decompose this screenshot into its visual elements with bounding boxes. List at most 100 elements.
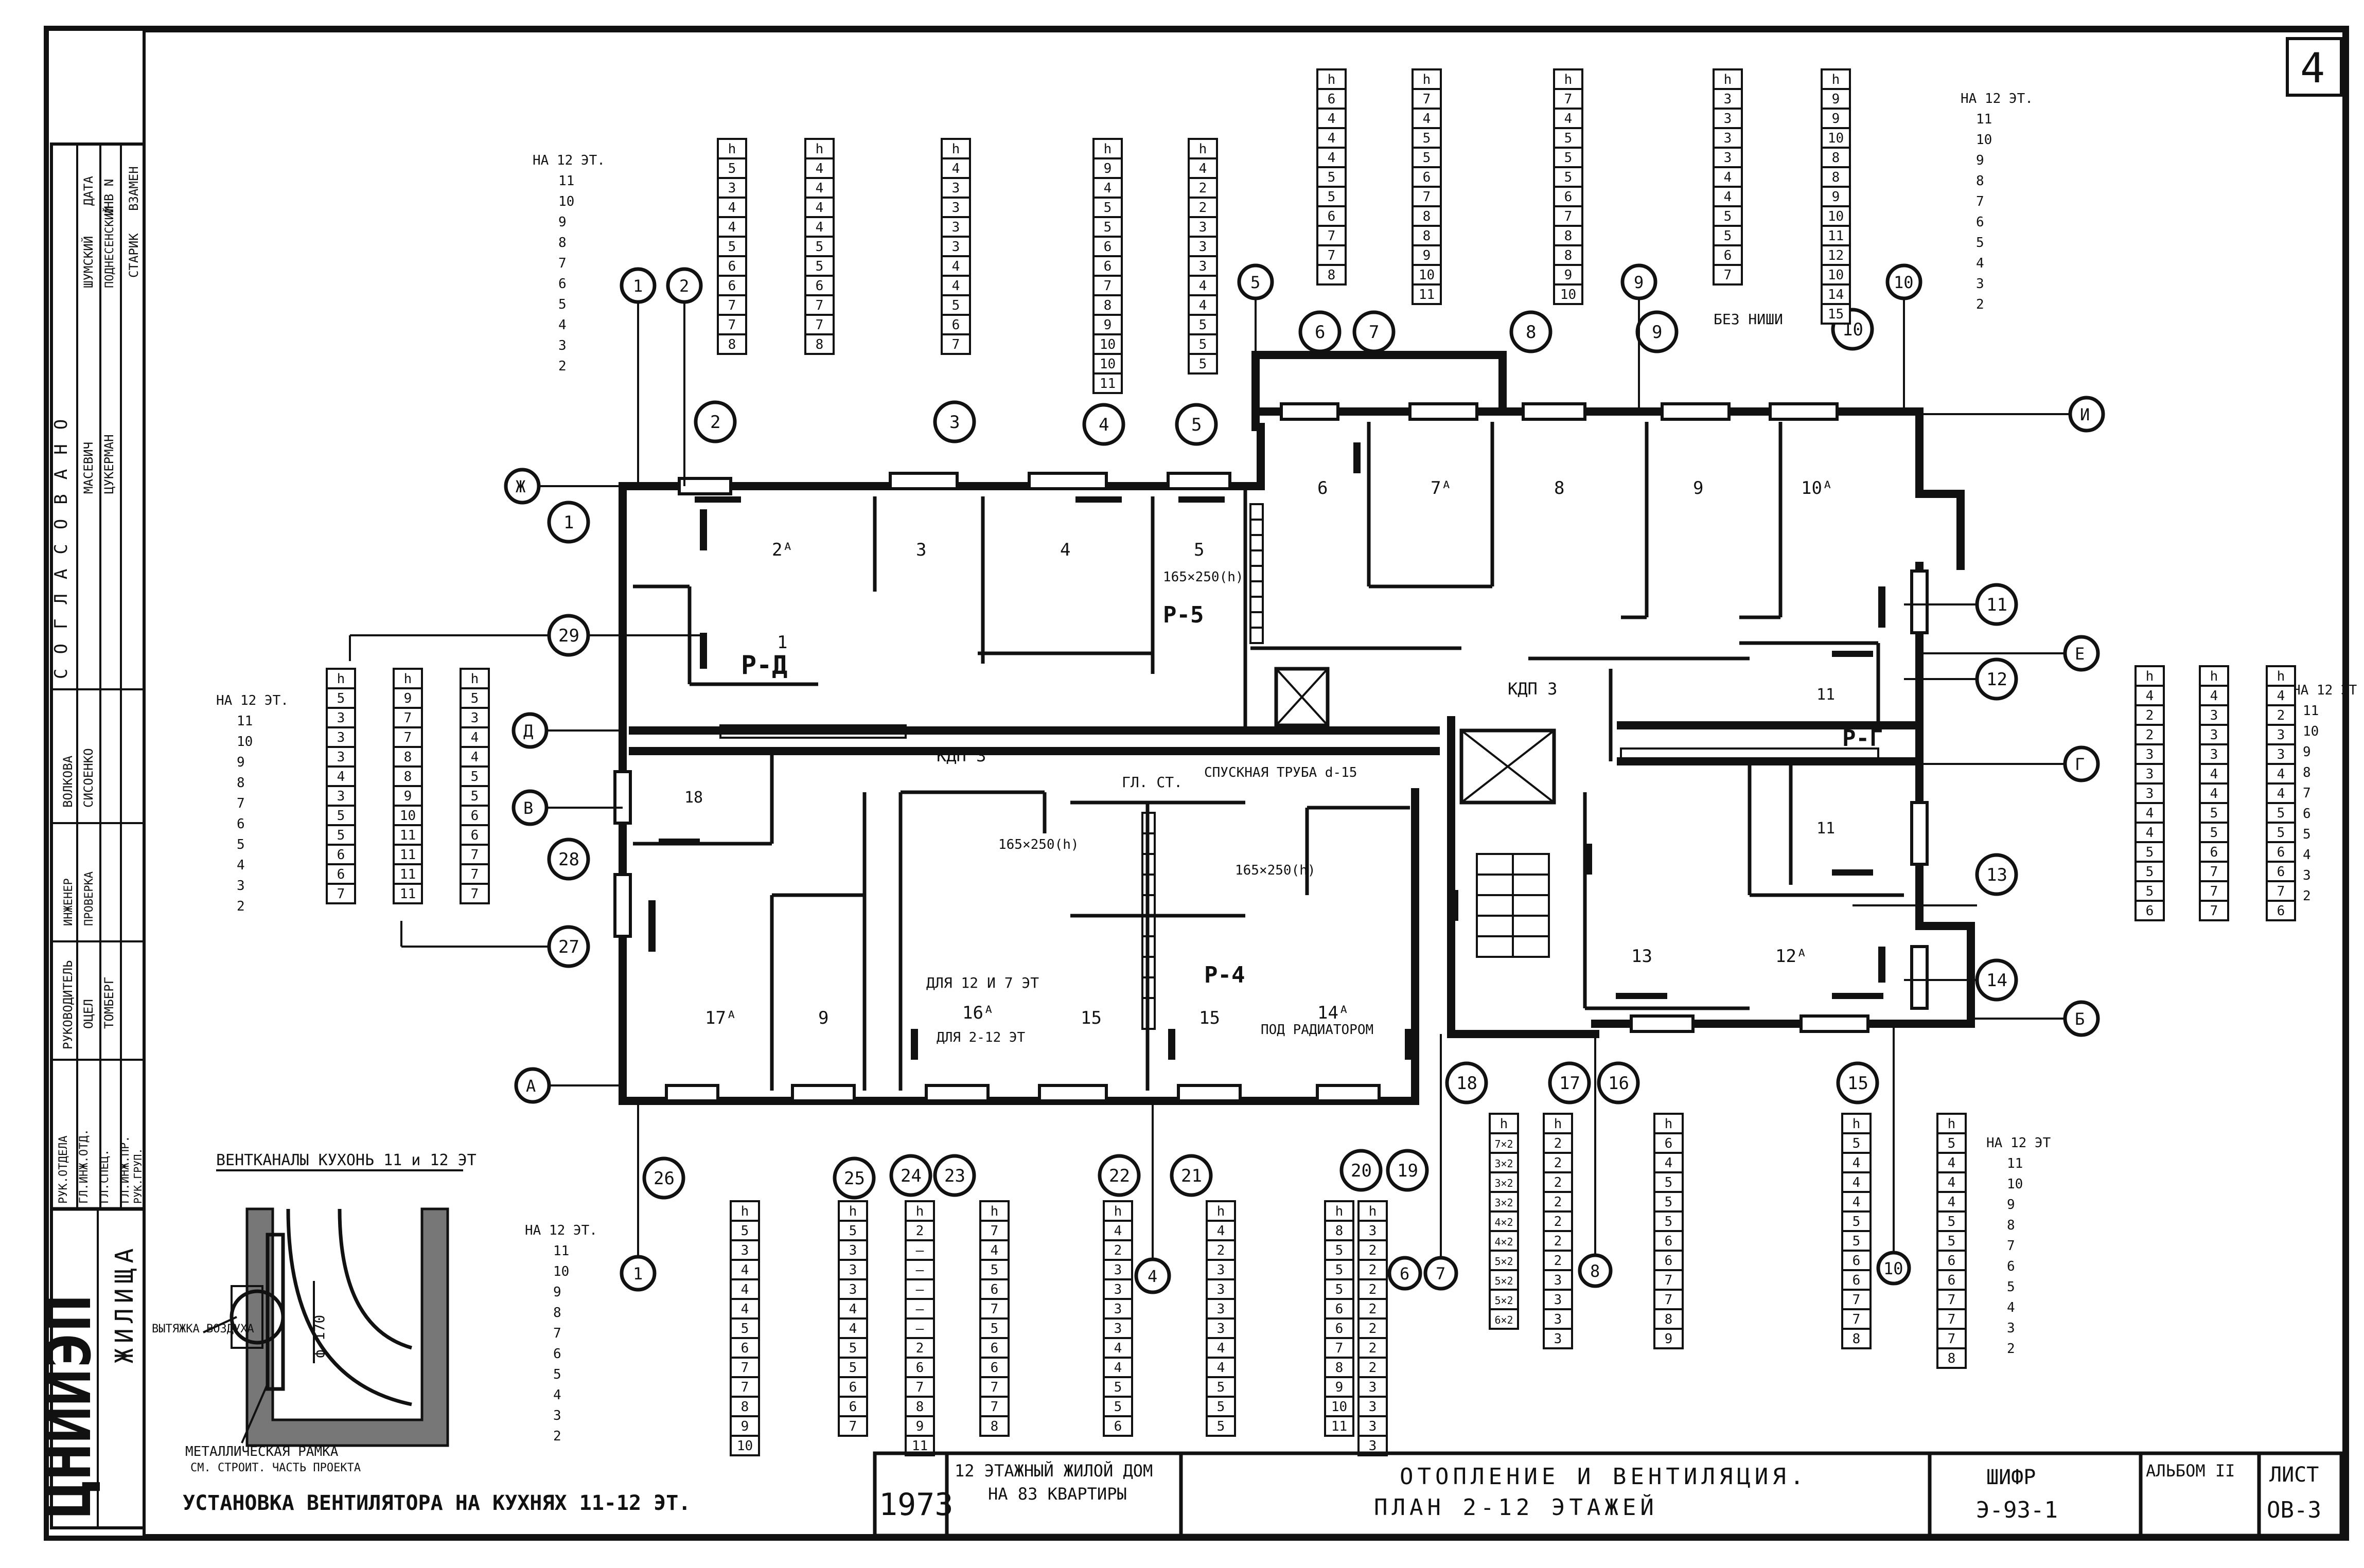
h-table-value: 7 (1948, 1292, 1956, 1308)
h-table-value: 7 (952, 337, 960, 352)
svg-text:18: 18 (1456, 1073, 1477, 1094)
h-table-value: 8 (1564, 228, 1573, 244)
tb-project2: НА 83 КВАРТИРЫ (988, 1484, 1127, 1504)
stamp-col-vzamen: ВЗАМЕН (127, 166, 141, 211)
stamp-role2-5: ПРОВЕРКА (83, 871, 96, 926)
riser-28: 28 (547, 838, 590, 881)
h-table-value: 3 (2210, 708, 2218, 723)
room-18: 18 (684, 789, 703, 807)
room-5: 5 (1194, 540, 1204, 560)
svg-text:6: 6 (1315, 322, 1325, 343)
h-table-value: 5 (1948, 1214, 1956, 1230)
h-table-cell (2266, 900, 2296, 921)
h-table-cell (1821, 186, 1851, 207)
h-table-value: 2 (1369, 1302, 1377, 1317)
svg-text:8: 8 (1526, 322, 1536, 343)
stamp-role2-3: ТОМБЕРГ (102, 977, 116, 1029)
h-table-value: 3 (1369, 1399, 1377, 1415)
svg-text:9: 9 (1634, 273, 1644, 292)
riser-1: 1 (547, 501, 590, 544)
h-table-value: 9 (916, 1419, 924, 1434)
h-table-value: 3 (337, 789, 345, 804)
h-table-cell (2266, 763, 2296, 785)
axis-d: Д (511, 712, 623, 749)
h-table-value: 3 (741, 1243, 749, 1258)
h-table-cell (804, 157, 835, 179)
bez-nishi-label: БЕЗ НИШИ (1714, 311, 1783, 328)
h-table-value: 4 (337, 769, 345, 785)
h-table-cell (1821, 283, 1851, 305)
riser-11: 11 (1904, 583, 2018, 626)
h-table-value: 7 (1948, 1312, 1956, 1327)
h-table-cell (1092, 275, 1123, 296)
h-table-cell (905, 1337, 935, 1359)
svg-text:7: 7 (1976, 194, 1984, 209)
svg-text:10: 10 (553, 1264, 569, 1279)
h-table-value: 2 (1369, 1243, 1377, 1258)
tb-cipher-label: ШИФР (1986, 1466, 2036, 1489)
h-table-value: 8 (1423, 209, 1431, 224)
svg-text:5: 5 (1976, 235, 1984, 251)
room-4: 4 (1060, 540, 1070, 560)
h-table-value: 3 (337, 750, 345, 765)
gl-st: ГЛ. СТ. (1122, 774, 1183, 791)
room-10a: 10ᴬ (1801, 478, 1832, 498)
svg-text:8: 8 (237, 775, 245, 791)
svg-text:НА 12 ЭТ.: НА 12 ЭТ. (533, 153, 605, 168)
svg-text:11: 11 (1986, 595, 2007, 615)
h-table-value: 6 (1853, 1253, 1861, 1269)
room-11: 11 (1816, 686, 1835, 704)
h-table-value: 15 (1828, 307, 1844, 322)
h-table-cell (2266, 861, 2296, 882)
h-table-value: 8 (991, 1419, 999, 1434)
h-table-cell (1412, 283, 1442, 305)
h-table-cell (838, 1220, 868, 1241)
h-table-cell (979, 1415, 1010, 1437)
h-table-value: 5 (1217, 1399, 1225, 1415)
h-table-value: 7 (1423, 189, 1431, 205)
floor-list-3: НА 12 ЭТ. 11 10 9 8 7 6 5 4 3 2 (216, 693, 289, 914)
h-table-cell (1206, 1200, 1236, 1222)
h-table-cell (1543, 1328, 1573, 1349)
h-table-cell (1841, 1328, 1872, 1349)
h-table-value: 5 (1948, 1234, 1956, 1249)
h-table-cell (838, 1259, 868, 1280)
riser-3: 3 (933, 400, 976, 443)
h-table-value: h (1853, 1116, 1861, 1132)
svg-text:6: 6 (558, 276, 567, 292)
h-table-value: 3 (1554, 1312, 1562, 1327)
h-table-value: 5 (816, 259, 824, 274)
h-table-value: 3 (1217, 1321, 1225, 1337)
h-table-cell (2134, 861, 2165, 882)
h-table-cell (717, 275, 747, 296)
axis-v: В (511, 789, 623, 826)
svg-text:1: 1 (633, 1264, 643, 1284)
h-table-value: 6 (1564, 189, 1573, 205)
svg-text:22: 22 (1109, 1166, 1130, 1186)
h-table-value: 4 (728, 200, 736, 216)
svg-text:1: 1 (633, 276, 643, 296)
h-table-value: 3×2 (1494, 1177, 1513, 1189)
h-table-value: 9 (1832, 92, 1840, 107)
stamp-row-5: ЦУКЕРМАН (102, 434, 116, 494)
riser-25: 25 (833, 1156, 876, 1200)
h-table-value: 6 (1665, 1136, 1673, 1151)
h-table-value: 2 (1554, 1214, 1562, 1230)
h-table-value: 3 (1114, 1302, 1122, 1317)
h-table-cell (1103, 1220, 1133, 1241)
h-table-cell (326, 707, 356, 728)
h-table-cell (1412, 186, 1442, 207)
h-table-value: 8 (1335, 1223, 1344, 1239)
h-table-value: 7 (991, 1380, 999, 1395)
h-table-cell (1841, 1132, 1872, 1154)
h-table-cell (905, 1259, 935, 1280)
h-table-value: 5 (1724, 228, 1732, 244)
h-table-value: 5 (1564, 131, 1573, 146)
h-table-cell (1188, 333, 1218, 355)
svg-text:7: 7 (237, 796, 245, 811)
h-table-cell (1092, 333, 1123, 355)
svg-text:11: 11 (553, 1243, 569, 1259)
